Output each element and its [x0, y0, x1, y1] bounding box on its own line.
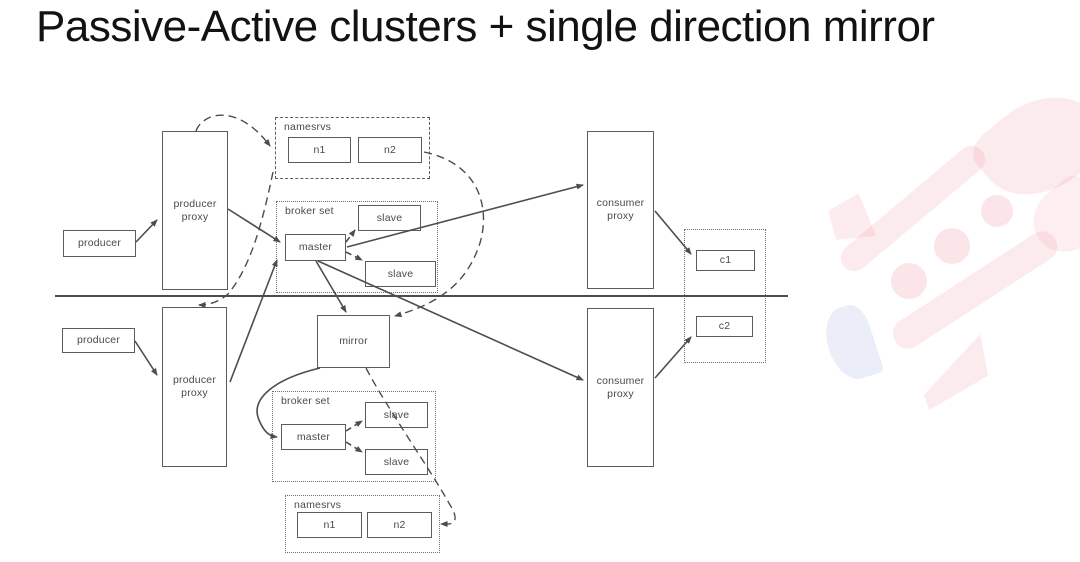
- node-producer-proxy-upper: producer proxy: [162, 131, 228, 290]
- node-n1-lower: n1: [297, 512, 362, 538]
- group-namesrvs-upper: namesrvs: [275, 117, 430, 179]
- logo-window-dot-2: [934, 228, 970, 264]
- logo-flame: [924, 334, 988, 410]
- node-n2-lower: n2: [367, 512, 432, 538]
- logo-window-dot-1: [981, 195, 1013, 227]
- edge-proxy-lower-to-master-upper: [229, 259, 278, 383]
- node-master-lower: master: [281, 424, 346, 450]
- node-consumer-proxy-lower: consumer proxy: [587, 308, 654, 467]
- slide-title: Passive-Active clusters + single directi…: [36, 2, 935, 51]
- node-slave2-lower: slave: [365, 449, 428, 475]
- node-slave1-upper: slave: [358, 205, 421, 231]
- group-namesrvs-lower-label: namesrvs: [294, 499, 342, 511]
- group-broker-set-lower-label: broker set: [281, 395, 330, 407]
- group-broker-set-upper-label: broker set: [285, 205, 334, 217]
- node-master-upper: master: [285, 234, 346, 261]
- node-producer-upper: producer: [63, 230, 136, 257]
- logo-window-dot-3: [891, 263, 927, 299]
- logo-blue-fin: [817, 300, 885, 386]
- node-mirror: mirror: [317, 315, 390, 368]
- edge-producer-to-proxy-lower: [134, 340, 158, 376]
- node-consumer-proxy-upper: consumer proxy: [587, 131, 654, 289]
- node-producer-proxy-lower: producer proxy: [162, 307, 227, 467]
- node-n2-upper: n2: [358, 137, 422, 163]
- edge-producer-to-proxy-upper: [135, 219, 158, 243]
- node-c1: c1: [696, 250, 755, 271]
- edge-proxy-to-master-upper: [227, 208, 281, 243]
- node-slave1-lower: slave: [365, 402, 428, 428]
- node-slave2-upper: slave: [365, 261, 436, 287]
- node-producer-lower: producer: [62, 328, 135, 353]
- node-n1-upper: n1: [288, 137, 351, 163]
- node-c2: c2: [696, 316, 753, 337]
- group-namesrvs-upper-label: namesrvs: [284, 121, 332, 133]
